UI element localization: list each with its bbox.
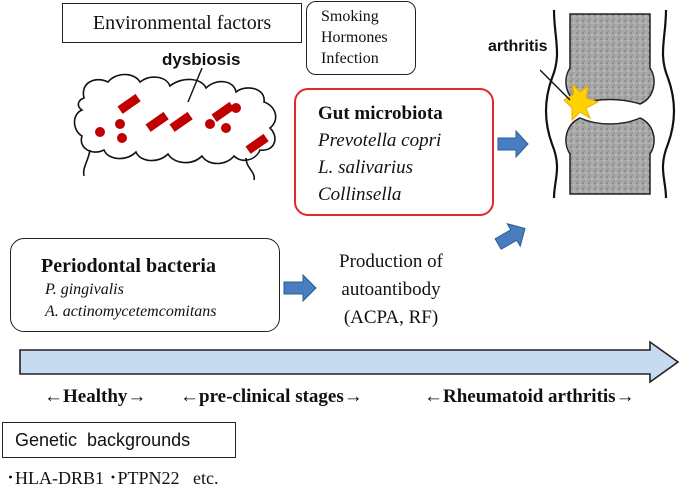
- gut-species-collinsella: Collinsella: [318, 184, 402, 205]
- dysbiosis-lesion: [169, 111, 193, 132]
- dysbiosis-lesion: [117, 93, 141, 114]
- periodontal-species-gingivalis: P. gingivalis: [45, 281, 124, 298]
- arrow-gut-to-joint: [497, 129, 529, 159]
- arrow-periodontal-to-production: [283, 273, 317, 303]
- dysbiosis-dot: [231, 103, 241, 113]
- joint-capsule-left: [544, 9, 559, 198]
- joint-illustration: [540, 9, 676, 198]
- periodontal-bacteria-title: Periodontal bacteria: [41, 255, 216, 277]
- production-line-2: autoantibody: [341, 279, 441, 300]
- factor-infection: Infection: [321, 50, 379, 67]
- production-line-1: Production of: [339, 251, 443, 272]
- dysbiosis-lesion: [145, 111, 169, 132]
- upper-bone: [565, 13, 655, 105]
- intestine-outline: [73, 73, 277, 165]
- gut-microbiota-title: Gut microbiota: [318, 103, 443, 124]
- intestine-end-fold: [245, 157, 256, 181]
- intestine-lower-fold: [82, 149, 91, 177]
- dysbiosis-dot: [95, 127, 105, 137]
- genetic-markers: ･HLA-DRB1 ･PTPN22 etc.: [6, 468, 219, 488]
- environmental-factors-box: Environmental factors: [62, 3, 302, 43]
- joint-capsule-right: [661, 9, 676, 198]
- autoantibody-production-text: Production of autoantibody (ACPA, RF): [306, 248, 476, 332]
- inflammation-flare: [563, 82, 600, 122]
- gut-species-salivarius: L. salivarius: [318, 157, 414, 178]
- arrow-autoantibody-to-joint: [494, 222, 526, 250]
- lower-bone: [565, 117, 655, 195]
- factor-hormones: Hormones: [321, 29, 388, 46]
- environmental-factors-list: Smoking Hormones Infection: [306, 1, 416, 75]
- genetic-backgrounds-box: Genetic backgrounds: [2, 422, 236, 458]
- dysbiosis-dot: [115, 119, 125, 129]
- dysbiosis-pointer: [187, 68, 203, 103]
- stage-preclinical: ←pre-clinical stages→: [180, 386, 363, 407]
- dysbiosis-dot: [221, 123, 231, 133]
- stage-healthy: ←Healthy→: [44, 386, 147, 407]
- intestine-illustration: [73, 68, 277, 181]
- arthritis-pointer: [540, 69, 571, 101]
- dysbiosis-dot: [117, 133, 127, 143]
- dysbiosis-dot: [205, 119, 215, 129]
- production-line-3: (ACPA, RF): [343, 307, 439, 328]
- arthritis-label: arthritis: [488, 38, 548, 55]
- periodontal-species-actinomycetemcomitans: A. actinomycetemcomitans: [45, 303, 217, 320]
- periodontal-bacteria-box: Periodontal bacteria P. gingivalis A. ac…: [10, 238, 280, 332]
- dysbiosis-lesion: [245, 133, 269, 154]
- stage-rheumatoid-arthritis: ←Rheumatoid arthritis→: [424, 386, 635, 407]
- factor-smoking: Smoking: [321, 8, 379, 25]
- gut-microbiota-box: Gut microbiota Prevotella copri L. saliv…: [294, 88, 494, 216]
- dysbiosis-label: dysbiosis: [162, 50, 241, 69]
- environmental-factors-title: Environmental factors: [92, 11, 272, 34]
- genetic-backgrounds-title: Genetic backgrounds: [15, 429, 191, 450]
- gut-species-prevotella: Prevotella copri: [318, 130, 442, 151]
- disease-progression-arrow: [19, 340, 680, 384]
- dysbiosis-lesion: [211, 101, 235, 122]
